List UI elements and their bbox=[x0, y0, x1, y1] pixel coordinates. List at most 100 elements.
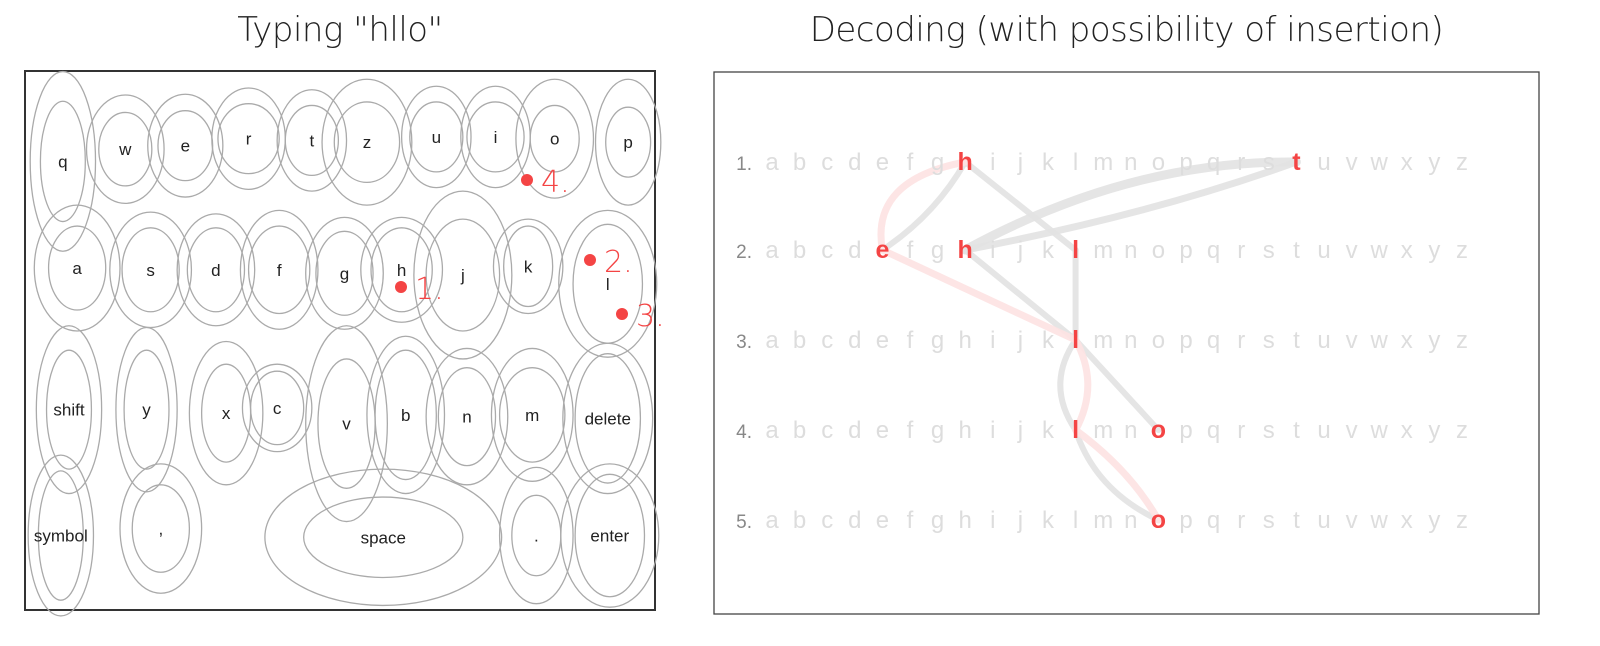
touch-point-label: 4. bbox=[541, 165, 570, 200]
letter: t bbox=[1293, 237, 1300, 264]
key-inner-ellipse bbox=[45, 349, 93, 470]
letter-highlighted: h bbox=[958, 236, 973, 264]
key-outer-ellipse bbox=[33, 204, 121, 332]
key-char-9: p bbox=[594, 78, 662, 206]
touch-point-label: 1. bbox=[415, 272, 444, 307]
letter: b bbox=[793, 149, 806, 176]
letter: u bbox=[1317, 237, 1330, 264]
key-label: space bbox=[361, 528, 406, 547]
letter: a bbox=[765, 237, 779, 264]
letter: a bbox=[765, 149, 779, 176]
letter: r bbox=[1237, 149, 1245, 176]
keyboard-frame bbox=[24, 70, 656, 611]
letter: n bbox=[1124, 507, 1137, 534]
letter-highlighted: o bbox=[1151, 506, 1166, 534]
letter-highlighted: t bbox=[1292, 148, 1301, 176]
key-label: o bbox=[550, 130, 559, 149]
key-outer-ellipse bbox=[562, 342, 654, 495]
letter: d bbox=[848, 149, 861, 176]
letter: j bbox=[1017, 237, 1023, 264]
key-inner-ellipse bbox=[425, 218, 501, 332]
letter: i bbox=[990, 149, 995, 176]
key-outer-ellipse bbox=[29, 70, 97, 252]
key-char-17: k bbox=[492, 218, 564, 315]
letter: i bbox=[990, 327, 995, 354]
key-inner-ellipse bbox=[98, 111, 153, 187]
letter: b bbox=[793, 507, 806, 534]
key-outer-ellipse bbox=[115, 326, 178, 493]
key-outer-ellipse bbox=[366, 335, 446, 495]
letter: c bbox=[821, 327, 833, 354]
candidate-edge bbox=[879, 159, 969, 253]
letter: o bbox=[1152, 237, 1165, 264]
letter: d bbox=[848, 507, 861, 534]
letter: m bbox=[1093, 327, 1113, 354]
key-label: d bbox=[211, 261, 220, 280]
letter: q bbox=[1207, 327, 1220, 354]
letter: y bbox=[1428, 417, 1440, 444]
letter: s bbox=[1263, 327, 1275, 354]
letter: r bbox=[1237, 327, 1245, 354]
letter: n bbox=[1124, 237, 1137, 264]
key-outer-ellipse bbox=[400, 85, 472, 189]
key-inner-ellipse bbox=[186, 227, 246, 313]
key-char-12: d bbox=[176, 213, 256, 327]
letter: s bbox=[1263, 149, 1275, 176]
letter: i bbox=[990, 507, 995, 534]
letter: e bbox=[876, 507, 889, 534]
letter: z bbox=[1456, 237, 1468, 264]
letter: v bbox=[1346, 507, 1358, 534]
candidate-edge bbox=[1072, 427, 1162, 523]
key-outer-ellipse bbox=[321, 78, 413, 206]
key-label: p bbox=[623, 133, 632, 152]
letter: j bbox=[1017, 507, 1023, 534]
decoding-title: Decoding (with possibility of insertion) bbox=[809, 10, 1444, 50]
letter: e bbox=[876, 417, 889, 444]
letter: h bbox=[959, 507, 972, 534]
letter: u bbox=[1317, 327, 1330, 354]
key-outer-ellipse bbox=[276, 89, 348, 192]
letter: x bbox=[1401, 149, 1413, 176]
key-outer-ellipse bbox=[241, 363, 313, 453]
key-delete: delete bbox=[562, 342, 654, 495]
key-char-5: z bbox=[321, 78, 413, 206]
letter: j bbox=[1017, 417, 1023, 444]
letter: d bbox=[848, 237, 861, 264]
letter: c bbox=[821, 417, 833, 444]
key-outer-ellipse bbox=[85, 94, 165, 205]
key-char-24: b bbox=[366, 335, 446, 495]
letter: w bbox=[1370, 507, 1389, 534]
letter: s bbox=[1263, 417, 1275, 444]
row-label: 4. bbox=[736, 422, 752, 443]
letter: x bbox=[1401, 237, 1413, 264]
letter: h bbox=[959, 327, 972, 354]
letter: v bbox=[1346, 237, 1358, 264]
key-char-0: q bbox=[29, 70, 97, 252]
letter: r bbox=[1237, 507, 1245, 534]
letter: f bbox=[907, 237, 914, 264]
row-label: 2. bbox=[736, 242, 752, 263]
letter: f bbox=[907, 507, 914, 534]
letter: d bbox=[848, 417, 861, 444]
letter: m bbox=[1093, 507, 1113, 534]
key-inner-ellipse bbox=[284, 104, 340, 177]
letter: u bbox=[1317, 417, 1330, 444]
key-label: t bbox=[309, 131, 314, 150]
letter: p bbox=[1179, 327, 1192, 354]
key-enter: enter bbox=[560, 463, 660, 608]
letter: b bbox=[793, 417, 806, 444]
key-outer-ellipse bbox=[35, 325, 103, 495]
letter: o bbox=[1152, 327, 1165, 354]
letter-highlighted: e bbox=[875, 236, 889, 264]
letter: h bbox=[959, 417, 972, 444]
key-label: k bbox=[524, 257, 533, 276]
letter: m bbox=[1093, 237, 1113, 264]
touch-point-label: 3. bbox=[636, 299, 665, 334]
decoding-frame bbox=[713, 71, 1540, 615]
key-inner-ellipse bbox=[409, 101, 464, 173]
letter: i bbox=[990, 417, 995, 444]
key-space: space bbox=[264, 468, 503, 607]
letter: t bbox=[1293, 417, 1300, 444]
